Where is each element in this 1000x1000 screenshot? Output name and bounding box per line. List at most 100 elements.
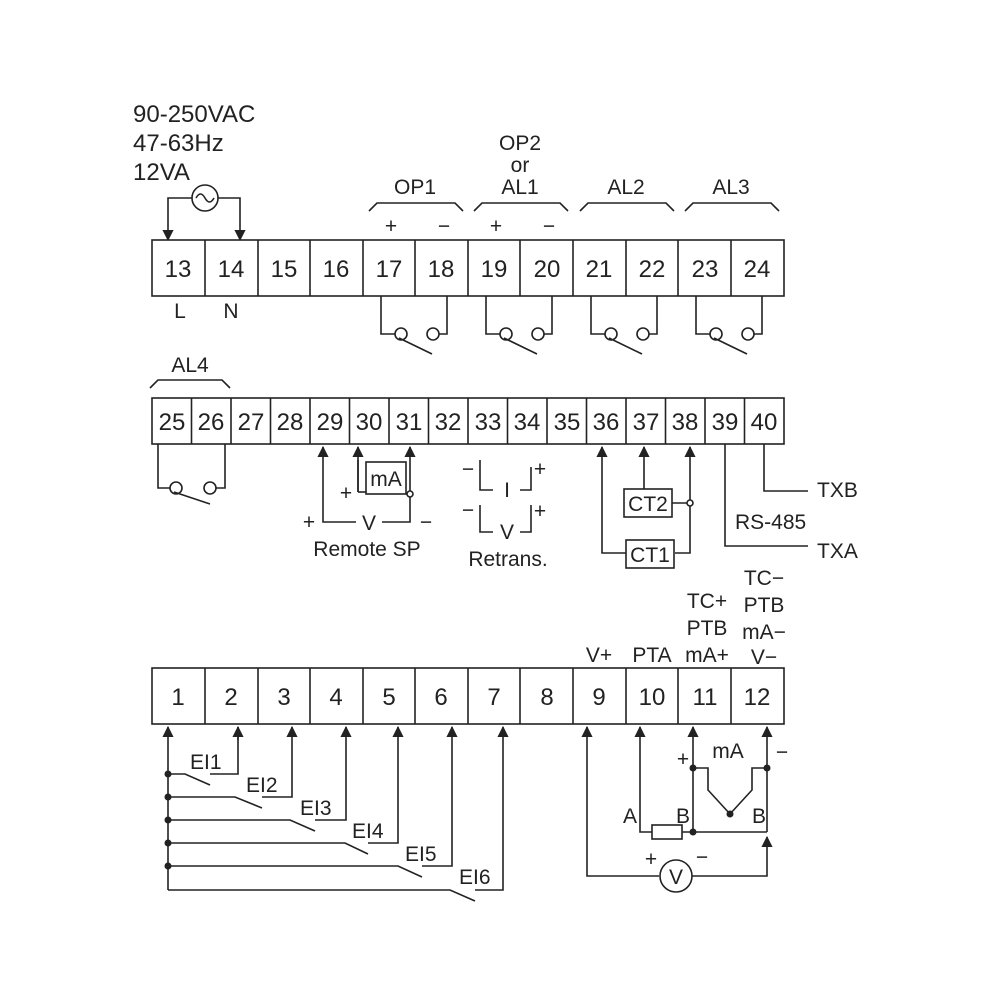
terminal-row-top: 13 14 15 16 17 18 19 20 21 22 23 24 [151, 239, 785, 297]
retrans-v-minus: − [462, 499, 474, 522]
relay-contact-al3 [709, 327, 723, 341]
terminal-32: 32 [435, 409, 462, 436]
power-frequency-label: 47-63Hz [133, 130, 224, 157]
input-label-ma-plus: mA+ [685, 644, 729, 667]
rs485-label: RS-485 [735, 511, 806, 534]
input-label-ptb-11: PTB [687, 617, 728, 640]
terminal-7: 7 [487, 684, 500, 711]
terminal-row-bottom: 1 2 3 4 5 6 7 8 9 10 11 12 [151, 667, 785, 725]
relay-contact-al4 [169, 481, 183, 495]
terminal-label-N: N [223, 300, 238, 323]
input-label-v-plus: V+ [586, 644, 612, 667]
terminal-12: 12 [744, 684, 771, 711]
terminal-2: 2 [224, 684, 237, 711]
rs485-txb-label: TXB [817, 479, 858, 502]
power-wire-l [162, 197, 192, 242]
ct2-label: CT2 [628, 493, 668, 516]
terminal-25: 25 [159, 409, 186, 436]
group-label-al1: AL1 [501, 176, 538, 199]
input-label-ptb-12: PTB [744, 594, 785, 617]
terminal-34: 34 [514, 409, 541, 436]
power-wire-n [218, 197, 246, 242]
terminal-5: 5 [382, 684, 395, 711]
terminal-23: 23 [692, 256, 719, 283]
bracket-op2 [473, 202, 569, 212]
event-inputs: EI1 EI2 EI3 EI4 EI5 EI6 [162, 725, 509, 902]
group-label-al4: AL4 [171, 354, 209, 377]
terminal-21: 21 [586, 256, 613, 283]
event-input-label-ei3: EI3 [300, 797, 332, 820]
terminal-30: 30 [356, 409, 383, 436]
power-rating-label: 12VA [133, 159, 190, 186]
terminal-11: 11 [693, 684, 718, 711]
event-input-label-ei4: EI4 [352, 820, 384, 843]
remote-sp-v-label: V [362, 512, 376, 535]
relay-contacts-top [380, 296, 763, 355]
voltmeter-minus: − [696, 846, 708, 869]
retrans-label: Retrans. [468, 548, 547, 571]
terminal-label-L: L [174, 300, 186, 323]
event-input-label-ei5: EI5 [405, 843, 437, 866]
terminal-36: 36 [593, 409, 620, 436]
voltmeter-plus: + [645, 848, 657, 871]
terminal-20: 20 [534, 256, 561, 283]
op1-minus: − [438, 215, 450, 238]
output-groups: OP1 + − OP2 or AL1 + − AL2 AL3 [368, 132, 780, 238]
op2-minus: − [543, 215, 555, 238]
rs485-txa-label: TXA [817, 540, 858, 563]
terminal-3: 3 [277, 684, 290, 711]
terminal-31: 31 [396, 409, 423, 436]
relay-contact-op2 [499, 327, 513, 341]
relay-contact-op1 [394, 327, 408, 341]
rs485: TXB RS-485 TXA [724, 444, 858, 563]
terminal-4: 4 [329, 684, 342, 711]
terminal-29: 29 [317, 409, 344, 436]
input-label-tc-minus: TC− [744, 567, 784, 590]
pt100-label-a: A [623, 805, 637, 828]
terminal-9: 9 [592, 684, 605, 711]
terminal-13: 13 [165, 256, 192, 283]
remote-sp-v-plus: + [303, 511, 315, 534]
retrans-i-minus: − [462, 458, 474, 481]
terminal-27: 27 [238, 409, 265, 436]
terminal-26: 26 [198, 409, 225, 436]
terminal-19: 19 [481, 256, 508, 283]
ct1-box [625, 539, 675, 569]
terminal-8: 8 [540, 684, 553, 711]
al4-group: AL4 [149, 354, 231, 505]
remote-sp-ma-box [365, 461, 407, 495]
event-input-label-ei6: EI6 [459, 866, 491, 889]
op1-plus: + [385, 215, 397, 238]
bracket-al2 [579, 202, 675, 212]
terminal-18: 18 [428, 256, 455, 283]
terminal-6: 6 [434, 684, 447, 711]
input-labels: V+ PTA TC+ PTB mA+ TC− PTB mA− V− [586, 567, 786, 669]
power-voltage-label: 90-250VAC [133, 101, 255, 128]
bracket-al4 [149, 379, 231, 389]
pt100-label-b1: B [676, 805, 690, 828]
input-label-ma-minus: mA− [742, 621, 786, 644]
terminal-37: 37 [633, 409, 660, 436]
terminal-14: 14 [218, 256, 245, 283]
retrans-v-plus: + [534, 500, 546, 523]
terminal-28: 28 [277, 409, 304, 436]
retrans-v-label: V [500, 521, 514, 544]
group-label-al3: AL3 [712, 176, 749, 199]
thermocouple-junction-icon [726, 810, 734, 818]
terminal-22: 22 [639, 256, 666, 283]
current-transformers: CT2 CT1 [596, 445, 696, 569]
remote-sp: mA + + V − Remote SP [303, 445, 432, 561]
remote-sp-ma-label: mA [370, 468, 402, 491]
rs485-wire-txb [763, 444, 808, 492]
group-label-or: or [511, 154, 530, 177]
rs485-wire-txa [724, 444, 808, 547]
retrans-i-plus: + [534, 458, 546, 481]
ma-label: mA [712, 740, 744, 763]
terminal-24: 24 [744, 256, 771, 283]
event-input-label-ei1: EI1 [190, 751, 222, 774]
terminal-16: 16 [323, 256, 350, 283]
ac-sine-icon [195, 193, 215, 203]
bracket-op1 [368, 202, 464, 212]
remote-sp-ma-plus: + [340, 482, 352, 505]
remote-sp-label: Remote SP [313, 538, 420, 561]
